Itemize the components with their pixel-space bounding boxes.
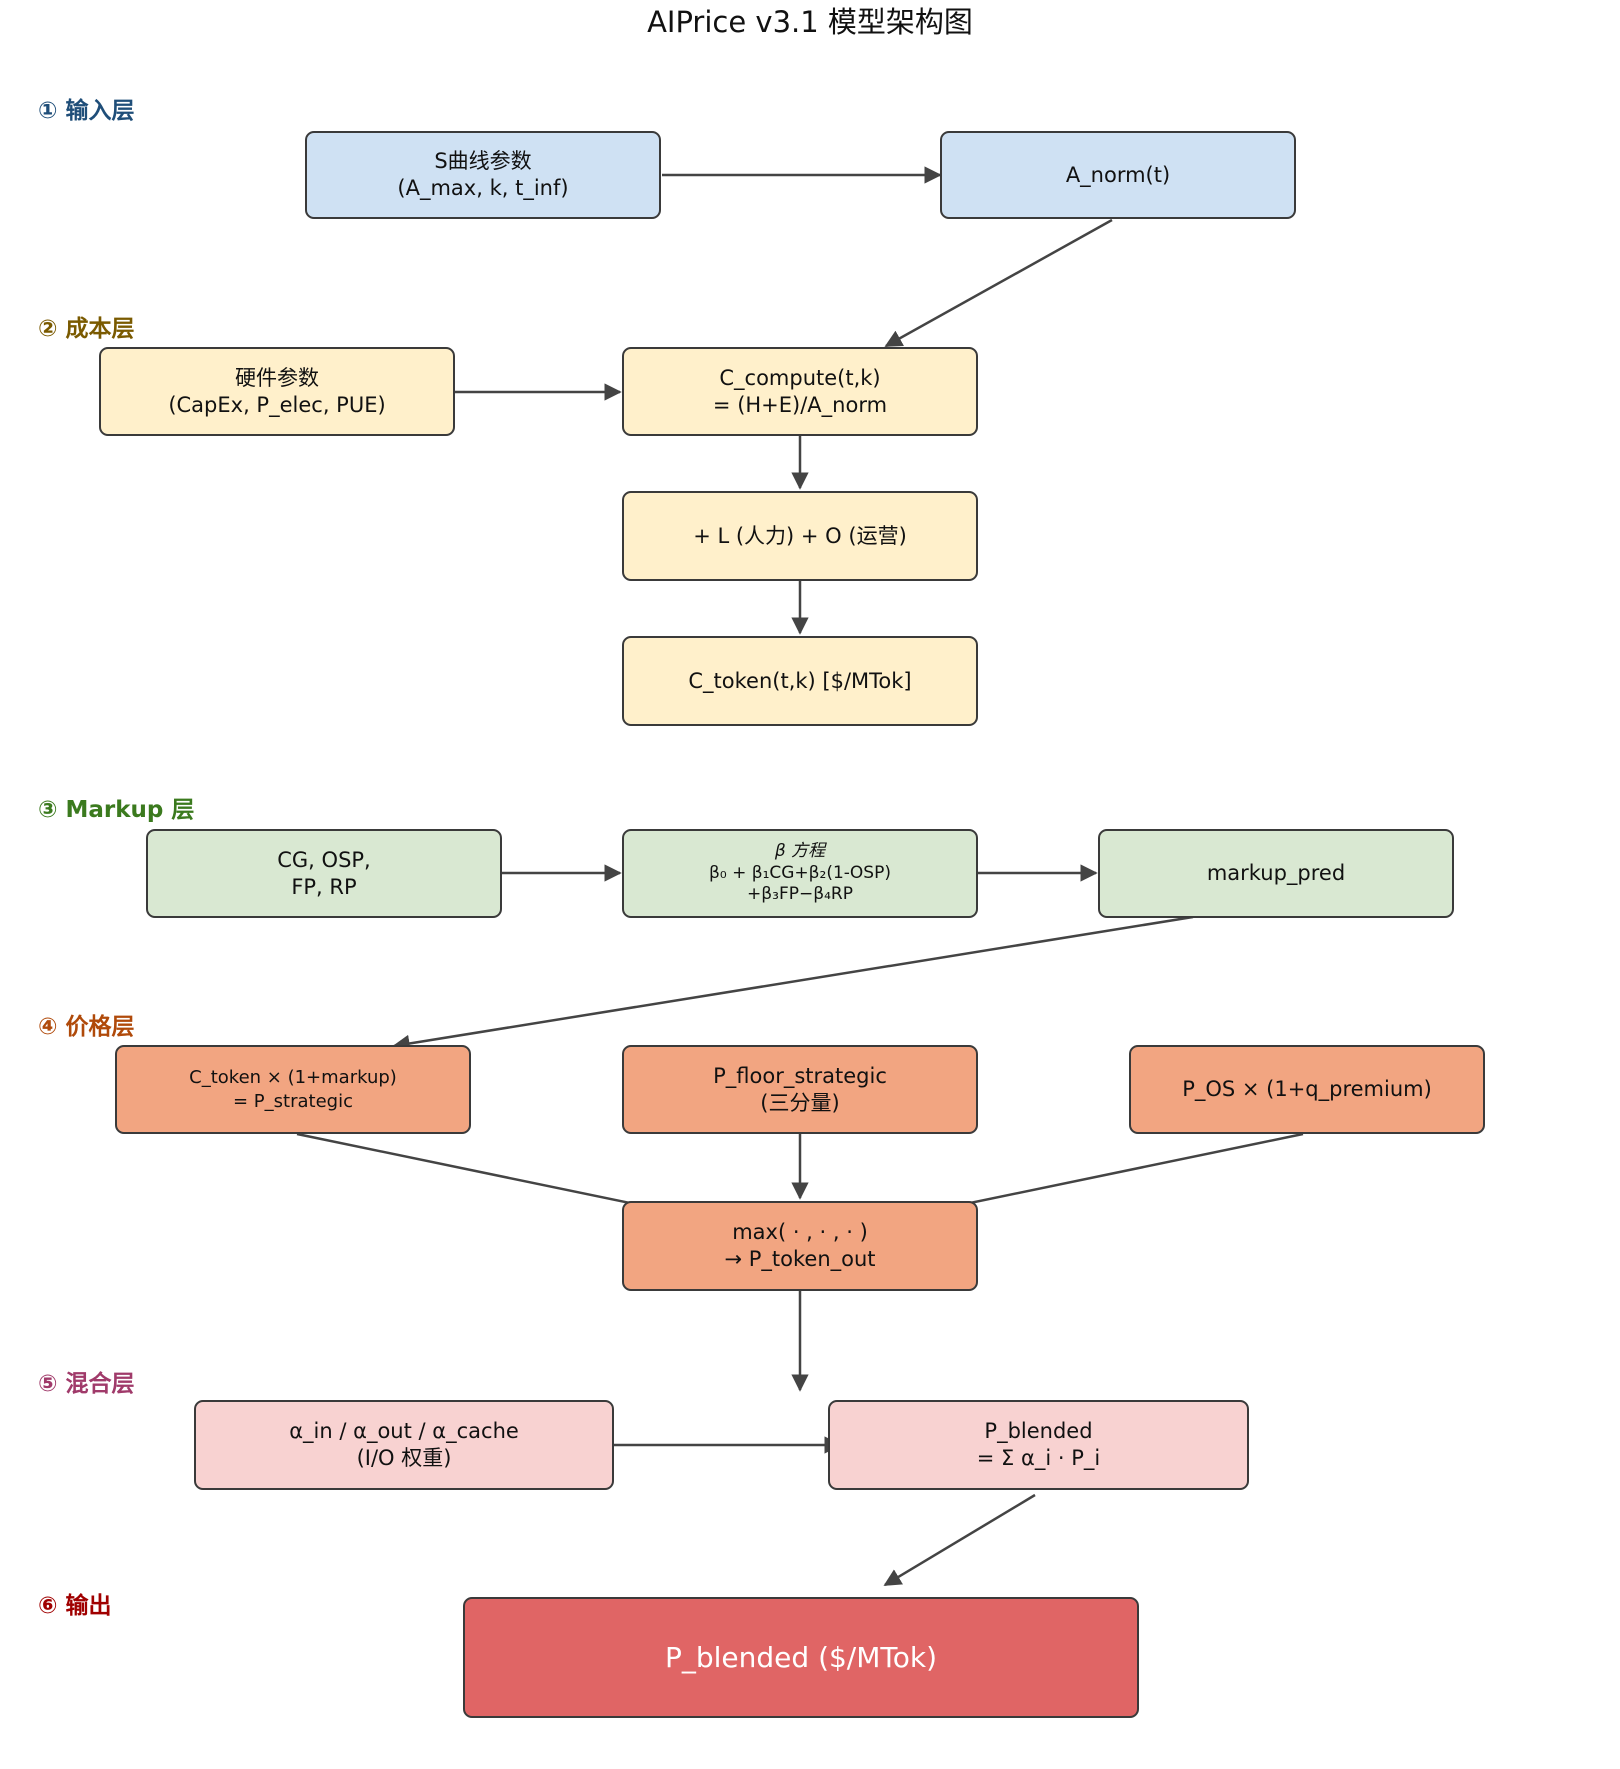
node-max-line1: max( · , · , · ) <box>732 1220 868 1245</box>
node-s-curve-params: S曲线参数 (A_max, k, t_inf) <box>305 131 661 219</box>
node-c-token: C_token(t,k) [$/MTok] <box>622 636 978 726</box>
layer-label-markup: ③ Markup 层 <box>38 797 195 823</box>
node-beta-line3: +β₃FP−β₄RP <box>747 884 853 905</box>
arrow-anorm-to-ccompute <box>884 218 1113 348</box>
node-markup-pred: markup_pred <box>1098 829 1454 918</box>
node-alpha-line1: α_in / α_out / α_cache <box>289 1419 519 1444</box>
arrow-pblended-to-output <box>883 1493 1036 1587</box>
node-beta-line1: β 方程 <box>774 840 826 861</box>
node-p-floor-line2: (三分量) <box>760 1090 840 1115</box>
node-p-os-line1: P_OS × (1+q_premium) <box>1182 1077 1432 1102</box>
node-hardware-line1: 硬件参数 <box>235 365 319 390</box>
node-alpha-weights: α_in / α_out / α_cache (I/O 权重) <box>194 1400 614 1490</box>
layer-label-output: ⑥ 输出 <box>38 1593 112 1619</box>
arrow-pos-to-max <box>915 1132 1304 1220</box>
node-features-line1: CG, OSP, <box>277 847 371 872</box>
node-p-strategic-line2: = P_strategic <box>233 1090 353 1112</box>
arrow-markup-to-pstrategic <box>392 915 1194 1053</box>
node-hardware-line2: (CapEx, P_elec, PUE) <box>168 392 386 417</box>
node-output: P_blended ($/MTok) <box>463 1597 1139 1718</box>
node-markup-pred-line1: markup_pred <box>1206 861 1346 886</box>
node-max-line2: → P_token_out <box>724 1247 876 1271</box>
node-p-floor-line1: P_floor_strategic <box>713 1063 887 1088</box>
node-output-line1: P_blended ($/MTok) <box>664 1640 938 1674</box>
node-labor-ops-line1: + L (人力) + O (运营) <box>693 523 907 548</box>
node-p-os: P_OS × (1+q_premium) <box>1129 1045 1485 1134</box>
node-features-line2: FP, RP <box>291 874 357 899</box>
node-beta-line2: β₀ + β₁CG+β₂(1-OSP) <box>709 862 891 883</box>
node-p-blended-line1: P_blended <box>984 1419 1093 1444</box>
node-a-norm: A_norm(t) <box>940 131 1296 219</box>
arrow-pstrategic-to-max <box>296 1132 685 1220</box>
node-p-strategic: C_token × (1+markup) = P_strategic <box>115 1045 471 1134</box>
layer-label-input: ① 输入层 <box>38 98 135 124</box>
node-labor-ops: + L (人力) + O (运营) <box>622 491 978 581</box>
node-s-curve-line1: S曲线参数 <box>434 149 532 174</box>
node-p-blended-line2: = Σ α_i · P_i <box>976 1446 1101 1470</box>
node-alpha-line2: (I/O 权重) <box>356 1446 452 1470</box>
node-hardware-params: 硬件参数 (CapEx, P_elec, PUE) <box>99 347 455 436</box>
node-c-compute: C_compute(t,k) = (H+E)/A_norm <box>622 347 978 436</box>
diagram-title: AIPrice v3.1 模型架构图 <box>647 5 973 39</box>
node-c-compute-line1: C_compute(t,k) <box>719 365 881 390</box>
node-p-floor-strategic: P_floor_strategic (三分量) <box>622 1045 978 1134</box>
node-p-strategic-line1: C_token × (1+markup) <box>189 1067 397 1089</box>
node-p-blended-formula: P_blended = Σ α_i · P_i <box>828 1400 1249 1490</box>
node-c-token-line1: C_token(t,k) [$/MTok] <box>688 668 912 693</box>
node-beta-equation: β 方程 β₀ + β₁CG+β₂(1-OSP) +β₃FP−β₄RP <box>622 829 978 918</box>
node-a-norm-line1: A_norm(t) <box>1065 162 1171 187</box>
layer-label-blend: ⑤ 混合层 <box>38 1371 135 1397</box>
node-c-compute-line2: = (H+E)/A_norm <box>712 392 888 417</box>
node-s-curve-line2: (A_max, k, t_inf) <box>397 176 569 200</box>
layer-label-price: ④ 价格层 <box>38 1014 135 1040</box>
node-markup-features: CG, OSP, FP, RP <box>146 829 502 918</box>
node-max-combiner: max( · , · , · ) → P_token_out <box>622 1201 978 1291</box>
layer-label-cost: ② 成本层 <box>38 316 135 342</box>
